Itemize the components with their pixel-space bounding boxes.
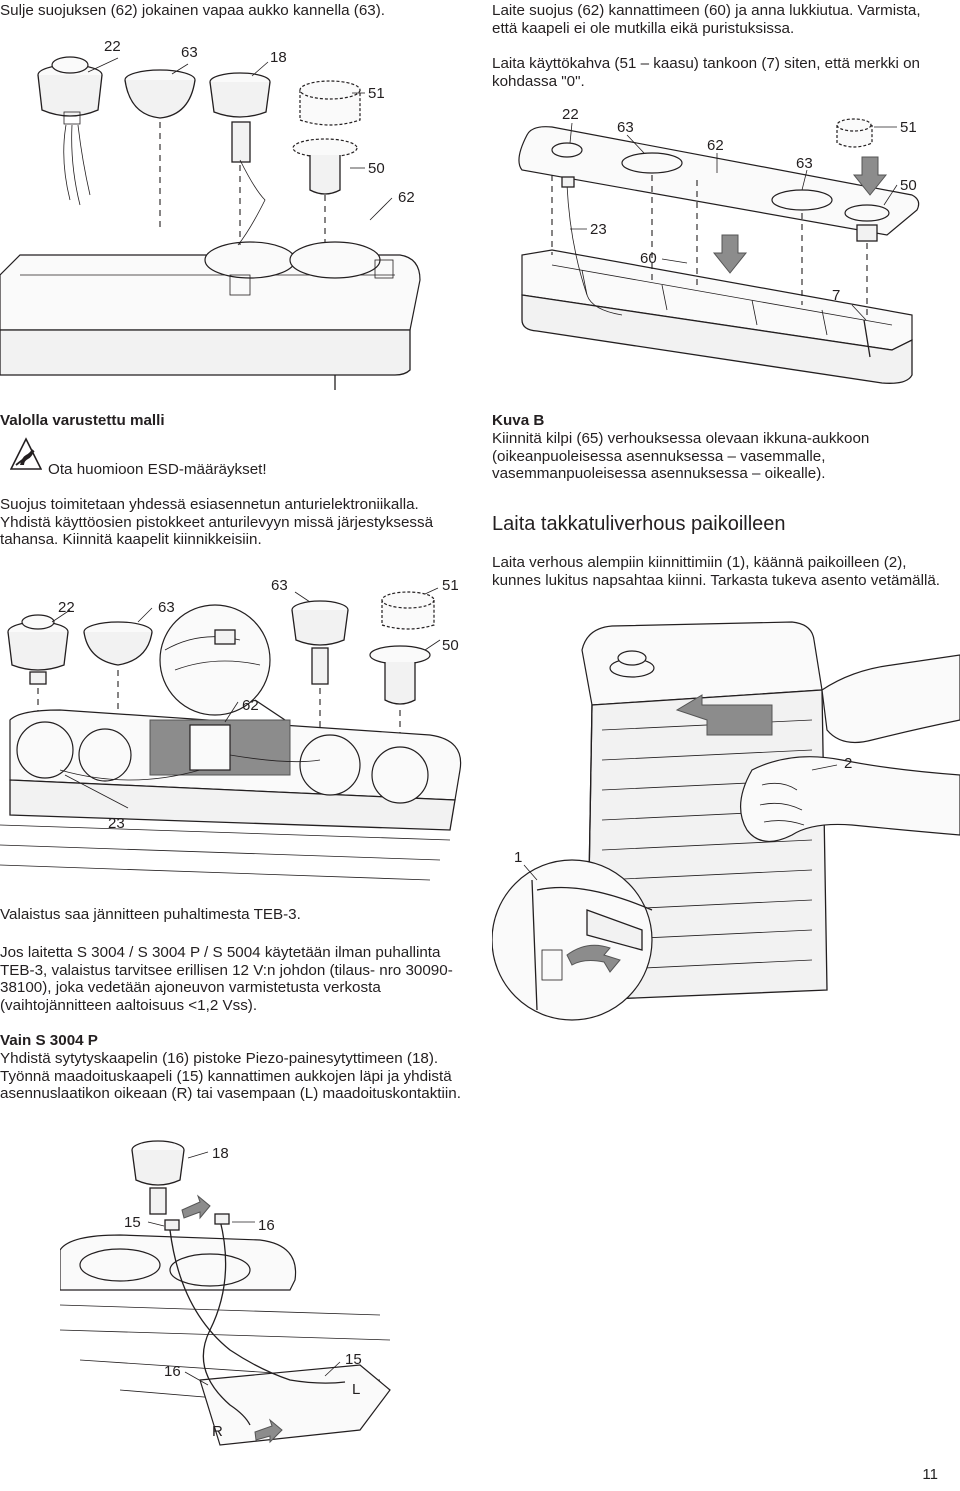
left-paragraph-4: Yhdistä sytytyskaapelin (16) pistoke Pie… (0, 1050, 461, 1103)
callout-16: 16 (258, 1217, 275, 1234)
callout-51: 51 (442, 577, 459, 594)
callout-23: 23 (108, 815, 125, 832)
callout-60: 60 (640, 250, 657, 267)
callout-51: 51 (368, 85, 385, 102)
callout-22: 22 (562, 106, 579, 123)
callout-16b: 16 (164, 1363, 181, 1380)
callout-63: 63 (181, 44, 198, 61)
illustration-fireplace-cover: 2 1 (492, 610, 960, 1030)
illustration-piezo-wiring: 18 15 16 15 L 16 R (60, 1130, 420, 1470)
esd-note: Ota huomioon ESD-määräykset! (48, 461, 267, 478)
callout-2: 2 (844, 755, 852, 772)
callout-63: 63 (158, 599, 175, 616)
top-left-instruction: Sulje suojuksen (62) jokainen vapaa aukk… (0, 2, 385, 19)
callout-L: L (352, 1381, 360, 1398)
left-paragraph-3: Jos laitetta S 3004 / S 3004 P / S 5004 … (0, 944, 453, 1014)
callout-51: 51 (900, 119, 917, 136)
illustration-cover-mounting: 22 63 62 63 51 50 23 60 7 (492, 95, 932, 405)
top-right-paragraph-2: Laita käyttökahva (51 – kaasu) tankoon (… (492, 55, 921, 90)
callout-50: 50 (442, 637, 459, 654)
heading-takkatuliverhous: Laita takkatuliverhous paikoilleen (492, 513, 786, 535)
illustration-cover-caps: 22 63 18 51 50 62 (0, 30, 470, 400)
callout-62: 62 (398, 189, 415, 206)
callout-23: 23 (590, 221, 607, 238)
callout-63b: 63 (796, 155, 813, 172)
callout-62: 62 (707, 137, 724, 154)
callout-63b: 63 (271, 577, 288, 594)
left-paragraph-1: Suojus toimitetaan yhdessä esiasennetun … (0, 496, 434, 549)
callout-R: R (212, 1423, 223, 1440)
callout-62: 62 (242, 697, 259, 714)
callout-18: 18 (270, 49, 287, 66)
callout-50: 50 (368, 160, 385, 177)
left-paragraph-2: Valaistus saa jännitteen puhaltimesta TE… (0, 906, 301, 923)
callout-22: 22 (104, 38, 121, 55)
callout-18: 18 (212, 1145, 229, 1162)
callout-15b: 15 (345, 1351, 362, 1368)
callout-63: 63 (617, 119, 634, 136)
top-right-paragraph-1: Laite suojus (62) kannattimeen (60) ja a… (492, 2, 921, 37)
callout-1: 1 (514, 849, 522, 866)
esd-warning-icon (10, 437, 42, 473)
callout-7: 7 (832, 287, 840, 304)
figure-b-text: Kiinnitä kilpi (65) verhouksessa olevaan… (492, 430, 870, 483)
callout-15: 15 (124, 1214, 141, 1231)
right-paragraph: Laita verhous alempiin kiinnittimiin (1)… (492, 554, 941, 589)
subtitle-s3004p: Vain S 3004 P (0, 1032, 98, 1049)
callout-22: 22 (58, 599, 75, 616)
page-number: 11 (922, 1466, 938, 1483)
section-title: Valolla varustettu malli (0, 412, 165, 429)
figure-title-kuva-b: Kuva B (492, 412, 545, 429)
callout-50: 50 (900, 177, 917, 194)
illustration-light-electronics: 22 63 63 51 50 62 23 (0, 570, 470, 890)
